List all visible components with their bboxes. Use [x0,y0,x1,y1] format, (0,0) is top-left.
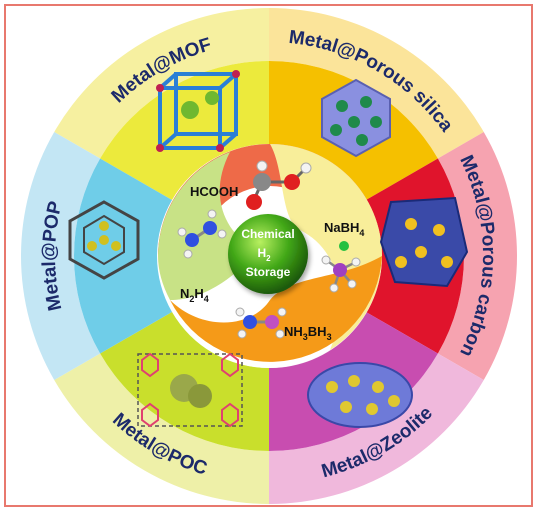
silica-hexagon-icon [321,78,391,158]
n2h4-a: N [180,286,189,301]
center-label-line2: H2 [257,246,271,263]
label-nabh4: NaBH4 [324,220,364,238]
nh3bh3-b: BH [308,324,327,339]
center-h-sub: 2 [266,254,271,263]
outer-band-poc [54,353,269,504]
mof-cage-icon [156,70,240,152]
nabh4-main: NaBH [324,220,359,235]
outer-ring [21,8,517,504]
label-nh3bh3: NH3BH3 [284,324,332,342]
zone-nh3bh3 [170,256,382,362]
n2h4-b-sub: 4 [204,294,209,304]
outer-band-silica [269,8,484,159]
poc-cage-icon [137,352,243,428]
inner-band-pop [73,158,173,354]
n2h4-a-sub: 2 [189,294,194,304]
nabh4-sub: 4 [359,228,364,238]
carbon-mesh-icon [379,196,469,288]
zeolite-framework-icon [307,362,413,428]
label-n2h4: N2H4 [180,286,209,304]
n2h4-b: H [194,286,203,301]
center-sphere [228,214,308,294]
label-hcooh: HCOOH [190,184,238,199]
center-label-line1: Chemical [241,227,294,241]
nh3bh3-a: NH [284,324,303,339]
outer-band-pop [21,132,101,380]
outer-band-carbon [437,132,517,380]
outer-band-mof [54,8,269,159]
nabh4-molecule-icon [321,241,361,293]
nh3bh3-molecule-icon [235,307,287,339]
center-h: H [257,246,266,260]
outer-band-zeolite [269,353,484,504]
nh3bh3-a-sub: 3 [303,332,308,342]
center-label-line3: Storage [246,265,291,279]
n2h4-molecule-icon [177,209,227,259]
hcooh-molecule-icon [246,160,312,210]
pop-network-icon [68,200,140,280]
molecule-zone [158,144,382,368]
inner-band-mof [100,61,269,200]
nh3bh3-b-sub: 3 [327,332,332,342]
